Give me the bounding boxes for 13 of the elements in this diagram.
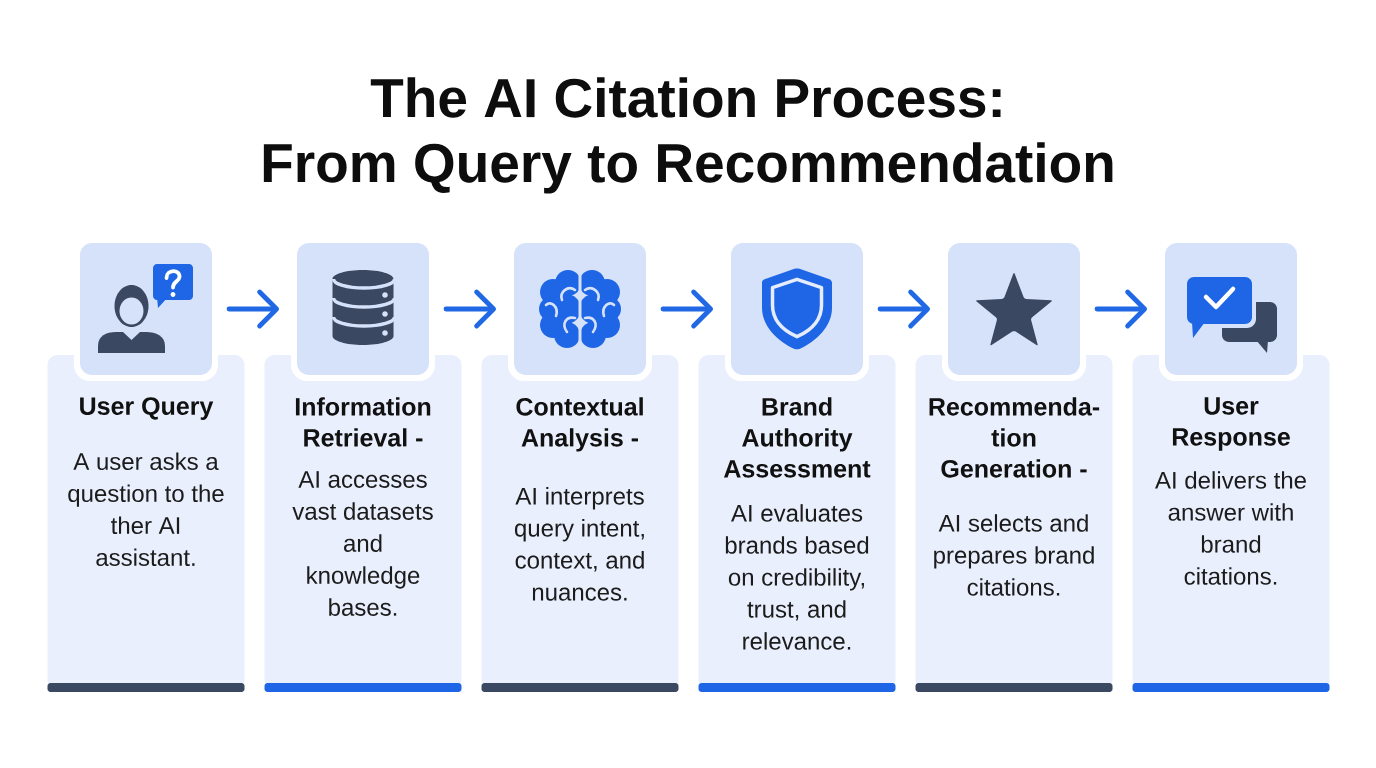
- step-description: AI evaluates brands based on credibility, trust, and relevance.: [725, 504, 869, 650]
- step-description: AI accesses vast datasets and knowledge bases.: [292, 471, 433, 616]
- step-description: A user asks a question to the ther AI assistant.: [68, 452, 224, 567]
- step-description: AI interprets query intent, context, and nuances.: [514, 487, 644, 601]
- title: The AI Citation Process: From Query to Recommendation: [263, 77, 1113, 194]
- step-heading: Brand Authority Assessment: [724, 397, 871, 478]
- step-description: AI selects and prepares brand citations.: [934, 514, 1094, 596]
- step-description: AI delivers the answer with brand citations.: [1155, 471, 1306, 585]
- step-heading: Information Retrieval -: [295, 397, 431, 447]
- step-heading: User Response: [1172, 397, 1290, 451]
- step-heading: Recommenda- tion Generation -: [929, 397, 1100, 478]
- step-heading: User Query: [80, 397, 214, 420]
- step-heading: Contextual Analysis -: [516, 397, 643, 452]
